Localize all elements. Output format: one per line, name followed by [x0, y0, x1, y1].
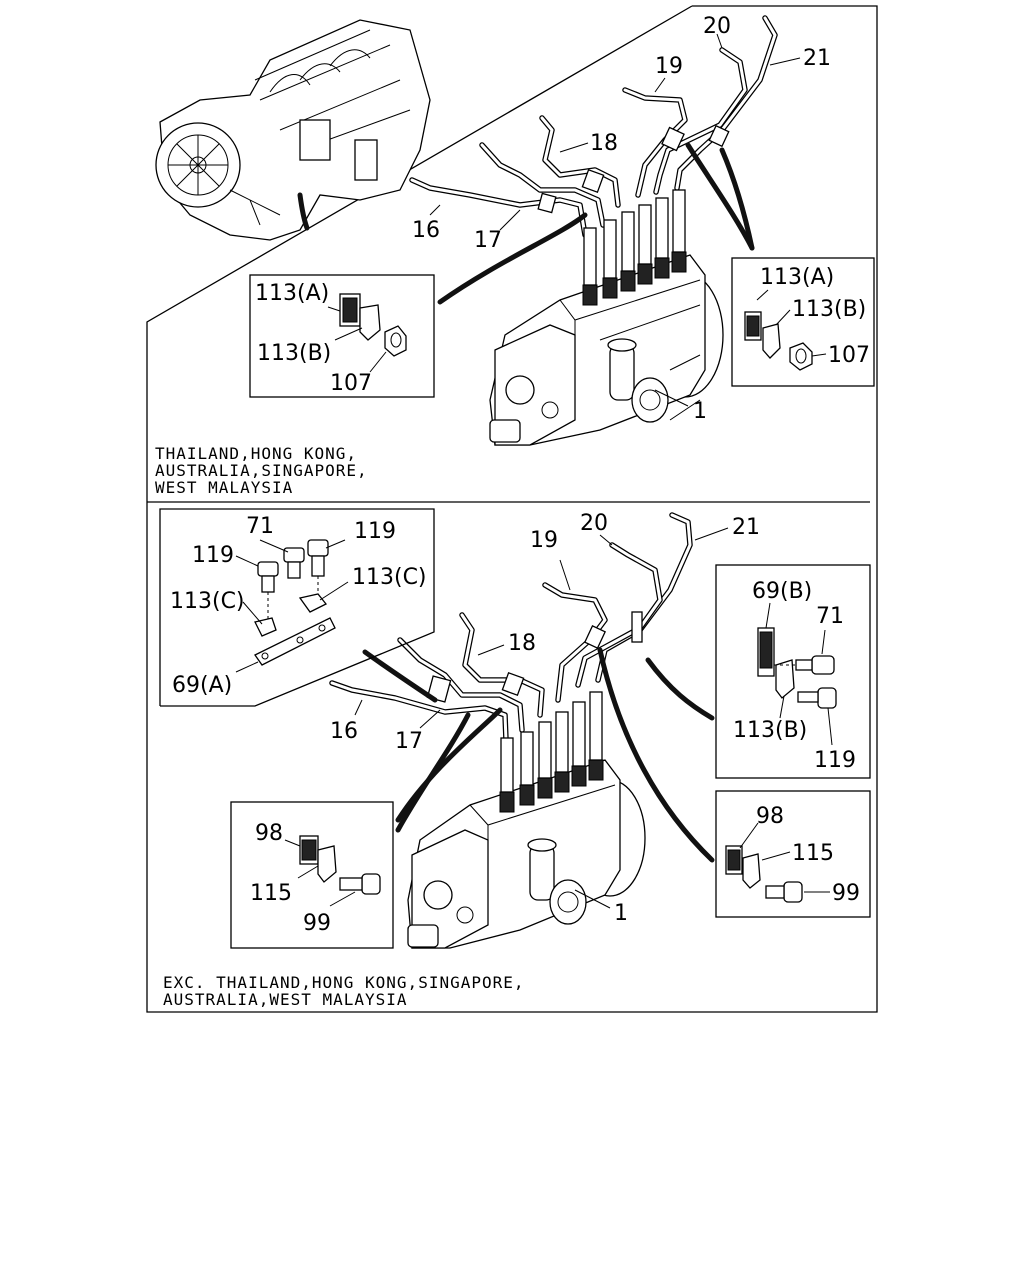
detail-bl-bolt-71: 71 — [246, 514, 274, 539]
bottom-injection-pump — [407, 691, 646, 949]
top-caption-line-1: THAILAND,HONG KONG, — [155, 444, 357, 463]
detail-ll-bolt-99: 99 — [303, 911, 331, 936]
callout-top-17: 17 — [474, 228, 502, 253]
top-caption-line-2: AUSTRALIA,SINGAPORE, — [155, 461, 368, 480]
engine-thumbnail — [155, 19, 431, 241]
callout-bottom-21: 21 — [732, 515, 760, 540]
detail-bl-clip-c-right: 113(C) — [352, 565, 427, 590]
top-injection-pump — [489, 189, 724, 446]
lower-right-detail-box: 98 115 99 — [715, 790, 871, 918]
top-injection-pipes — [409, 15, 778, 238]
callout-top-21: 21 — [803, 46, 831, 71]
detail-lr-bracket-115: 115 — [792, 841, 834, 866]
top-right-detail-pointer-b — [719, 147, 755, 251]
detail-bl-bolt-119-left: 119 — [192, 543, 234, 568]
detail-br-clip-b: 113(B) — [733, 718, 807, 743]
detail-lr-clip-98: 98 — [756, 804, 784, 829]
callout-bottom-17: 17 — [395, 729, 423, 754]
detail-tr-clip-b: 113(B) — [792, 297, 866, 322]
bottom-right-detail-box: 69(B) 71 113(B) 119 — [715, 564, 871, 779]
bottom-callouts: 19 20 21 18 16 17 1 — [330, 511, 760, 926]
detail-br-bolt-119: 119 — [814, 748, 856, 773]
top-region-caption: THAILAND,HONG KONG, AUSTRALIA,SINGAPORE,… — [155, 444, 368, 497]
top-callouts: 20 21 19 18 16 17 1 — [412, 14, 831, 424]
detail-bl-bolt-119-right: 119 — [354, 519, 396, 544]
top-left-detail-pointer — [437, 212, 588, 305]
top-right-detail-box: 113(A) 113(B) 107 — [731, 257, 875, 387]
bottom-caption-line-1: EXC. THAILAND,HONG KONG,SINGAPORE, — [163, 973, 525, 992]
top-caption-line-3: WEST MALAYSIA — [155, 478, 293, 497]
bottom-caption-line-2: AUSTRALIA,WEST MALAYSIA — [163, 990, 408, 1009]
detail-bl-clip-c-left: 113(C) — [170, 589, 245, 614]
callout-bottom-16: 16 — [330, 719, 358, 744]
top-left-detail-box: 113(A) 113(B) 107 — [249, 274, 435, 398]
callout-top-19: 19 — [655, 54, 683, 79]
bottom-lower-left-pointer-b — [395, 707, 503, 823]
detail-tr-clip-a: 113(A) — [760, 265, 834, 290]
detail-tl-nut: 107 — [330, 371, 372, 396]
detail-br-bracket-69b: 69(B) — [752, 579, 812, 604]
detail-lr-bolt-99: 99 — [832, 881, 860, 906]
detail-tl-clip-b: 113(B) — [257, 341, 331, 366]
callout-top-1: 1 — [693, 399, 707, 424]
callout-top-20: 20 — [703, 14, 731, 39]
detail-ll-clip-98: 98 — [255, 821, 283, 846]
bottom-right-detail-pointer — [645, 657, 715, 721]
diagram-frame — [146, 5, 878, 1013]
detail-ll-bracket-115: 115 — [250, 881, 292, 906]
detail-bl-bracket-69a: 69(A) — [172, 673, 232, 698]
callout-bottom-1: 1 — [614, 901, 628, 926]
callout-top-16: 16 — [412, 218, 440, 243]
detail-br-bolt-71: 71 — [816, 604, 844, 629]
top-right-detail-pointer-a — [685, 142, 755, 251]
lower-left-detail-box: 98 115 99 — [230, 801, 394, 949]
callout-bottom-19: 19 — [530, 528, 558, 553]
callout-bottom-20: 20 — [580, 511, 608, 536]
bottom-lower-right-pointer — [597, 647, 715, 863]
callout-top-18: 18 — [590, 131, 618, 156]
bottom-left-detail-box: 71 119 119 113(C) 113(C) 69(A) — [159, 508, 435, 707]
bottom-region-caption: EXC. THAILAND,HONG KONG,SINGAPORE, AUSTR… — [163, 973, 525, 1009]
detail-tl-clip-a: 113(A) — [255, 281, 329, 306]
detail-tr-nut: 107 — [828, 343, 870, 368]
callout-bottom-18: 18 — [508, 631, 536, 656]
bottom-injection-pipes — [329, 512, 693, 743]
